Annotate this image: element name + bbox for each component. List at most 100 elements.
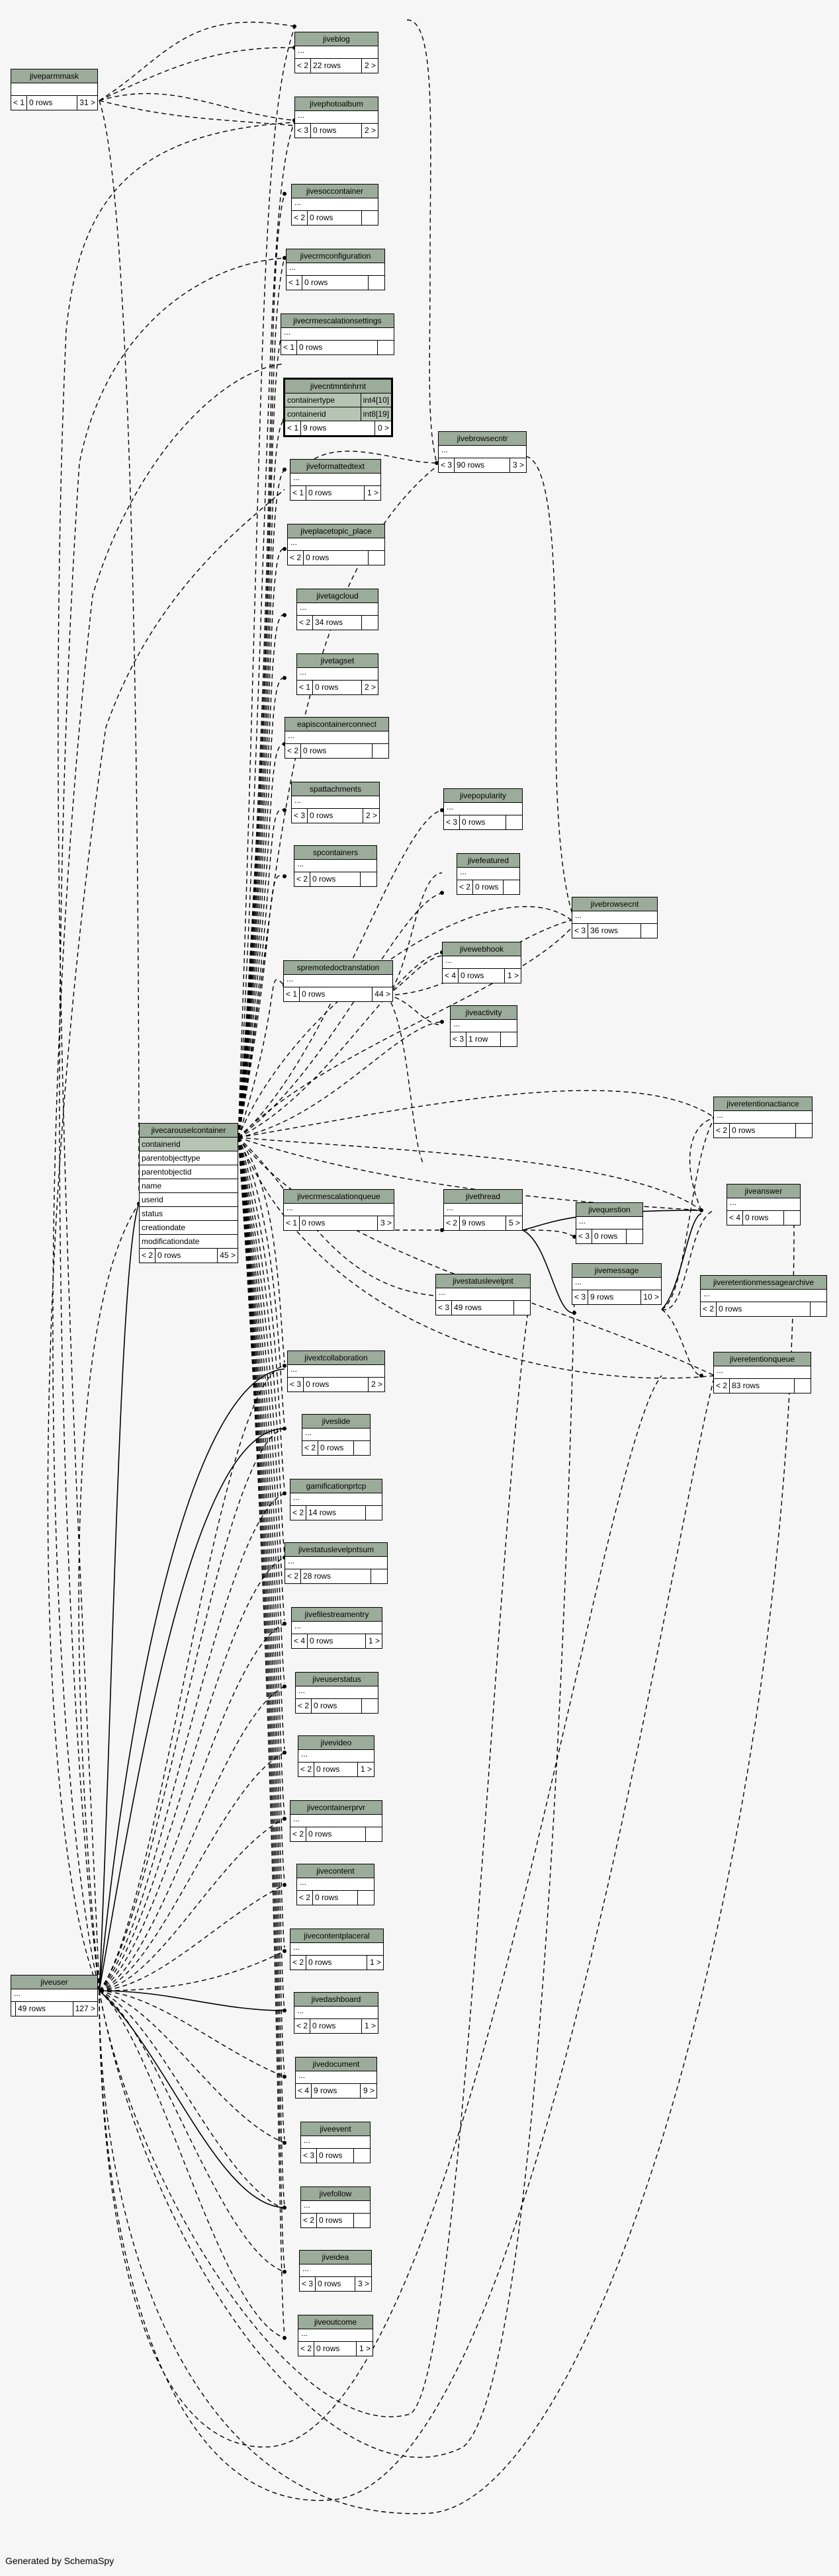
generated-by-footer: Generated by SchemaSpy — [5, 2555, 114, 2566]
parents-count: < 2 — [297, 1891, 314, 1905]
row-count: 0 rows — [460, 815, 506, 829]
parents-count: < 4 — [292, 1634, 308, 1648]
table-title: jivecontentplaceral — [290, 1929, 383, 1943]
row-count: 9 rows — [460, 1216, 506, 1230]
table-ellipsis: ... — [290, 1815, 382, 1827]
table-jivecarouselcontainer[interactable]: jivecarouselcontainer containerid parent… — [139, 1123, 238, 1263]
row-count: 0 rows — [592, 1229, 627, 1243]
table-title: jivepopularity — [444, 789, 522, 803]
row-count: 0 rows — [308, 211, 362, 225]
children-count: 2 > — [371, 1380, 382, 1389]
table-title: jiveretentionqueue — [714, 1352, 811, 1366]
row-count: 9 rows — [588, 1290, 642, 1304]
parents-count: < 2 — [298, 2342, 315, 2356]
table-title: jiveplacetopic_place — [288, 524, 384, 538]
row-count: 0 rows — [743, 1211, 784, 1225]
table-ellipsis: ... — [300, 2264, 371, 2277]
table-title: jivedashboard — [294, 1993, 378, 2007]
table-title: jivextcollaboration — [288, 1351, 384, 1365]
table-ellipsis: ... — [285, 1557, 387, 1569]
row-count: 0 rows — [314, 1763, 358, 1776]
table-title: jivebrowsecntr — [439, 432, 526, 446]
parents-count: < 3 — [300, 2277, 316, 2291]
row-count: 1 row — [466, 1032, 501, 1046]
children-count — [506, 815, 522, 829]
table-ellipsis: ... — [727, 1198, 800, 1211]
table-ellipsis: ... — [288, 1365, 384, 1378]
row-count: 0 rows — [306, 1827, 366, 1841]
children-count: 10 > — [643, 1292, 659, 1302]
children-count: 1 > — [359, 2344, 371, 2353]
table-title: jiveoutcome — [298, 2315, 373, 2329]
table-ellipsis: ... — [444, 803, 522, 815]
row-count: 28 rows — [301, 1569, 371, 1583]
table-title: jivedocument — [296, 2057, 376, 2071]
children-count: 0 > — [377, 423, 389, 433]
table-ellipsis: ... — [297, 603, 378, 616]
table-ellipsis: ... — [294, 2007, 378, 2019]
table-title: jivetagset — [297, 654, 378, 668]
row-count: 0 rows — [717, 1302, 811, 1316]
table-title: jivebrowsecnt — [572, 897, 657, 911]
parents-count: < 3 — [451, 1032, 467, 1046]
children-count: 1 > — [507, 971, 519, 980]
parents-count: < 2 — [292, 211, 308, 225]
table-title: jiveslide — [302, 1415, 370, 1429]
table-title: jiveuserstatus — [296, 1673, 378, 1686]
